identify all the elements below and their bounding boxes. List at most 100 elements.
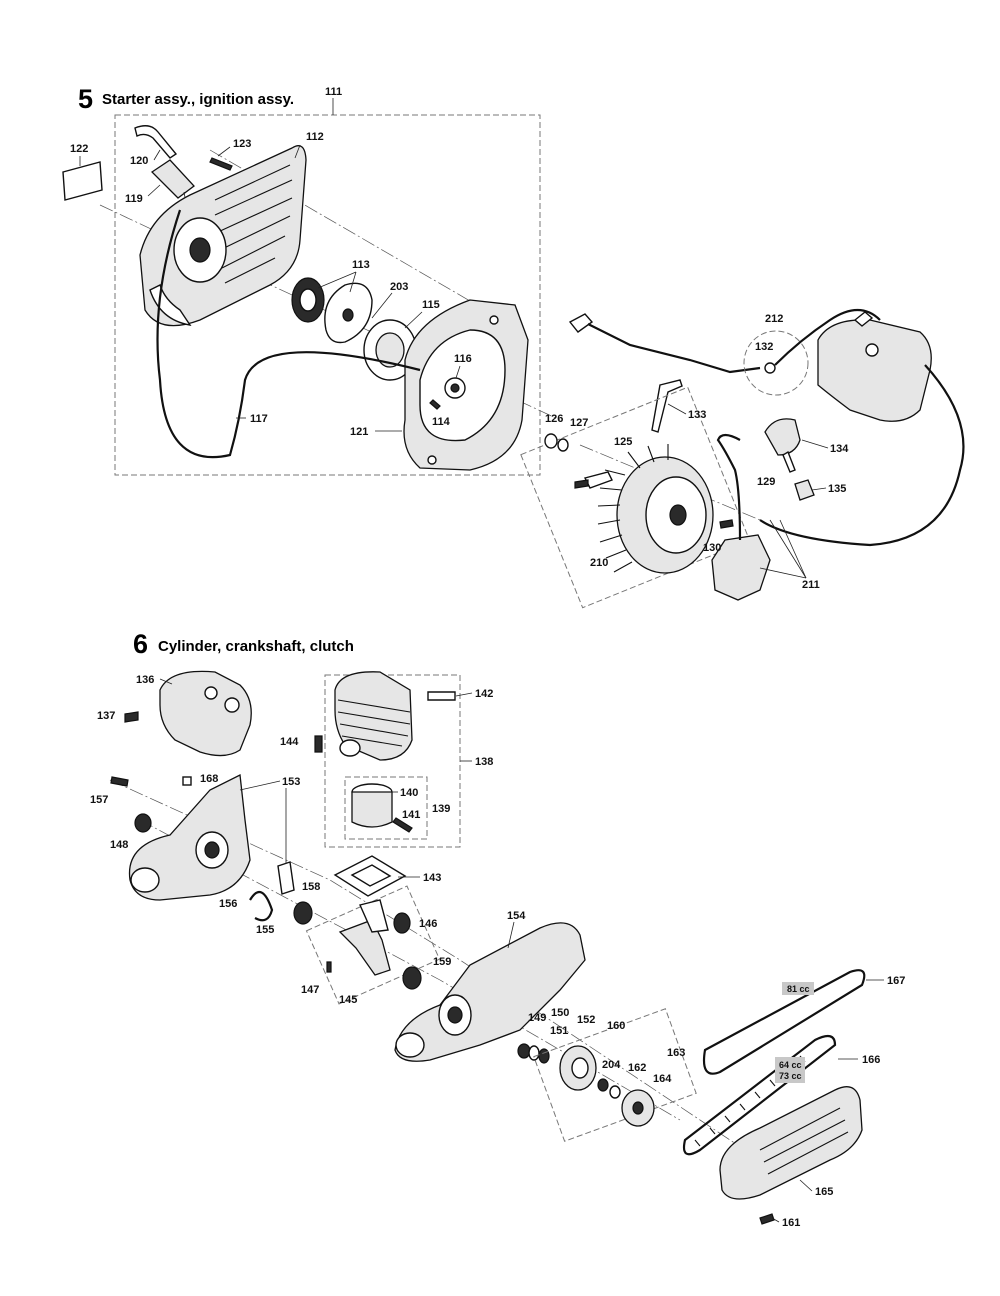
belt-166: [682, 1034, 837, 1156]
spark-plug-cap-134: [764, 418, 801, 456]
label-153: 153: [282, 776, 300, 788]
label-211: 211: [802, 579, 820, 591]
label-137: 137: [97, 710, 115, 722]
label-143: 143: [423, 872, 441, 884]
guard-ribs: [759, 1107, 849, 1175]
label-158: 158: [302, 881, 320, 893]
cap-spring: [782, 450, 796, 473]
label-119: 119: [125, 193, 143, 205]
crankcase-153: [128, 774, 251, 901]
detail-circle-212: [743, 330, 809, 396]
bearing-146: [393, 912, 411, 934]
label-134: 134: [830, 443, 849, 455]
washer-127: [557, 438, 569, 452]
drum-hub: [571, 1057, 589, 1079]
label-114: 114: [432, 416, 451, 428]
mount-hole: [427, 455, 437, 465]
belt-167: [702, 969, 866, 1075]
leader: [147, 184, 161, 197]
bearing-seat-center: [447, 1006, 463, 1024]
label-132: 132: [755, 341, 773, 353]
label-162: 162: [628, 1062, 646, 1074]
label-165: 165: [815, 1186, 833, 1198]
badge-81cc: [782, 982, 814, 995]
flywheel-box-210: [520, 386, 751, 609]
label-204: 204: [602, 1059, 621, 1071]
leader: [371, 292, 393, 319]
mount-hole: [489, 315, 499, 325]
screw-123: [209, 157, 233, 171]
section6-number: 6: [133, 629, 148, 659]
oil-seal-148: [134, 813, 152, 833]
part-168: [182, 776, 192, 786]
label-129: 129: [757, 476, 775, 488]
spring-center: [299, 288, 317, 312]
leader: [317, 271, 357, 289]
pulley-hole: [342, 308, 354, 322]
label-144: 144: [280, 736, 299, 748]
leader: [801, 439, 829, 449]
label-117: 117: [250, 413, 268, 425]
label-148: 148: [110, 839, 128, 851]
label-145: 145: [339, 994, 357, 1006]
bearing-159: [402, 966, 422, 990]
arm-boss: [395, 1032, 425, 1058]
label-212: 212: [765, 313, 783, 325]
cylinder-fins: [337, 699, 411, 747]
label-136: 136: [136, 674, 154, 686]
cover-connector: [853, 311, 874, 327]
cover-hole: [204, 686, 218, 700]
label-120: 120: [130, 155, 148, 167]
crankcase-boss: [130, 867, 160, 893]
handle-cord-120: [134, 125, 178, 159]
leader: [455, 365, 461, 379]
cover-hole: [865, 343, 879, 357]
ignition-module-211: [711, 534, 771, 601]
screw-137: [124, 711, 139, 723]
label-157: 157: [90, 794, 108, 806]
label-116: 116: [454, 353, 472, 365]
leader: [811, 487, 827, 491]
ring-151: [538, 1048, 550, 1064]
section6-title: Cylinder, crankshaft, clutch: [158, 638, 354, 655]
starter-assembly-box: [114, 114, 541, 476]
screw-161: [759, 1213, 775, 1225]
leader: [759, 567, 807, 579]
label-168: 168: [200, 773, 218, 785]
starter-dog-125: [583, 471, 613, 489]
label-147: 147: [301, 984, 319, 996]
label-210: 210: [590, 557, 608, 569]
label-139: 139: [432, 803, 450, 815]
belt-guard-165: [719, 1086, 863, 1200]
label-127: 127: [570, 417, 588, 429]
bearing-seat-center: [204, 841, 220, 859]
label-123: 123: [233, 138, 251, 150]
screw-157: [110, 776, 129, 787]
washer-150: [528, 1045, 540, 1061]
leader: [239, 780, 281, 791]
label-146: 146: [419, 918, 437, 930]
washer-162: [609, 1085, 621, 1099]
leader: [507, 921, 515, 949]
label-121: 121: [350, 426, 368, 438]
washer-hole: [450, 383, 460, 393]
label-160: 160: [607, 1020, 625, 1032]
label-159: 159: [433, 956, 451, 968]
flywheel-fins: [597, 444, 669, 573]
label-166: 166: [862, 1054, 880, 1066]
label-203: 203: [390, 281, 408, 293]
housing-hub-center: [189, 237, 211, 263]
label-142: 142: [475, 688, 493, 700]
label-141: 141: [402, 809, 420, 821]
bracket-133: [651, 379, 683, 433]
cylinder-cover-136: [159, 670, 252, 757]
label-135: 135: [828, 483, 846, 495]
label-115: 115: [422, 299, 440, 311]
cylinder-cover-harness: [817, 319, 932, 422]
label-125: 125: [614, 436, 632, 448]
badge-64-73cc: [775, 1057, 805, 1083]
leader: [799, 1179, 813, 1192]
housing-ribs: [214, 164, 293, 284]
leader: [153, 149, 161, 161]
